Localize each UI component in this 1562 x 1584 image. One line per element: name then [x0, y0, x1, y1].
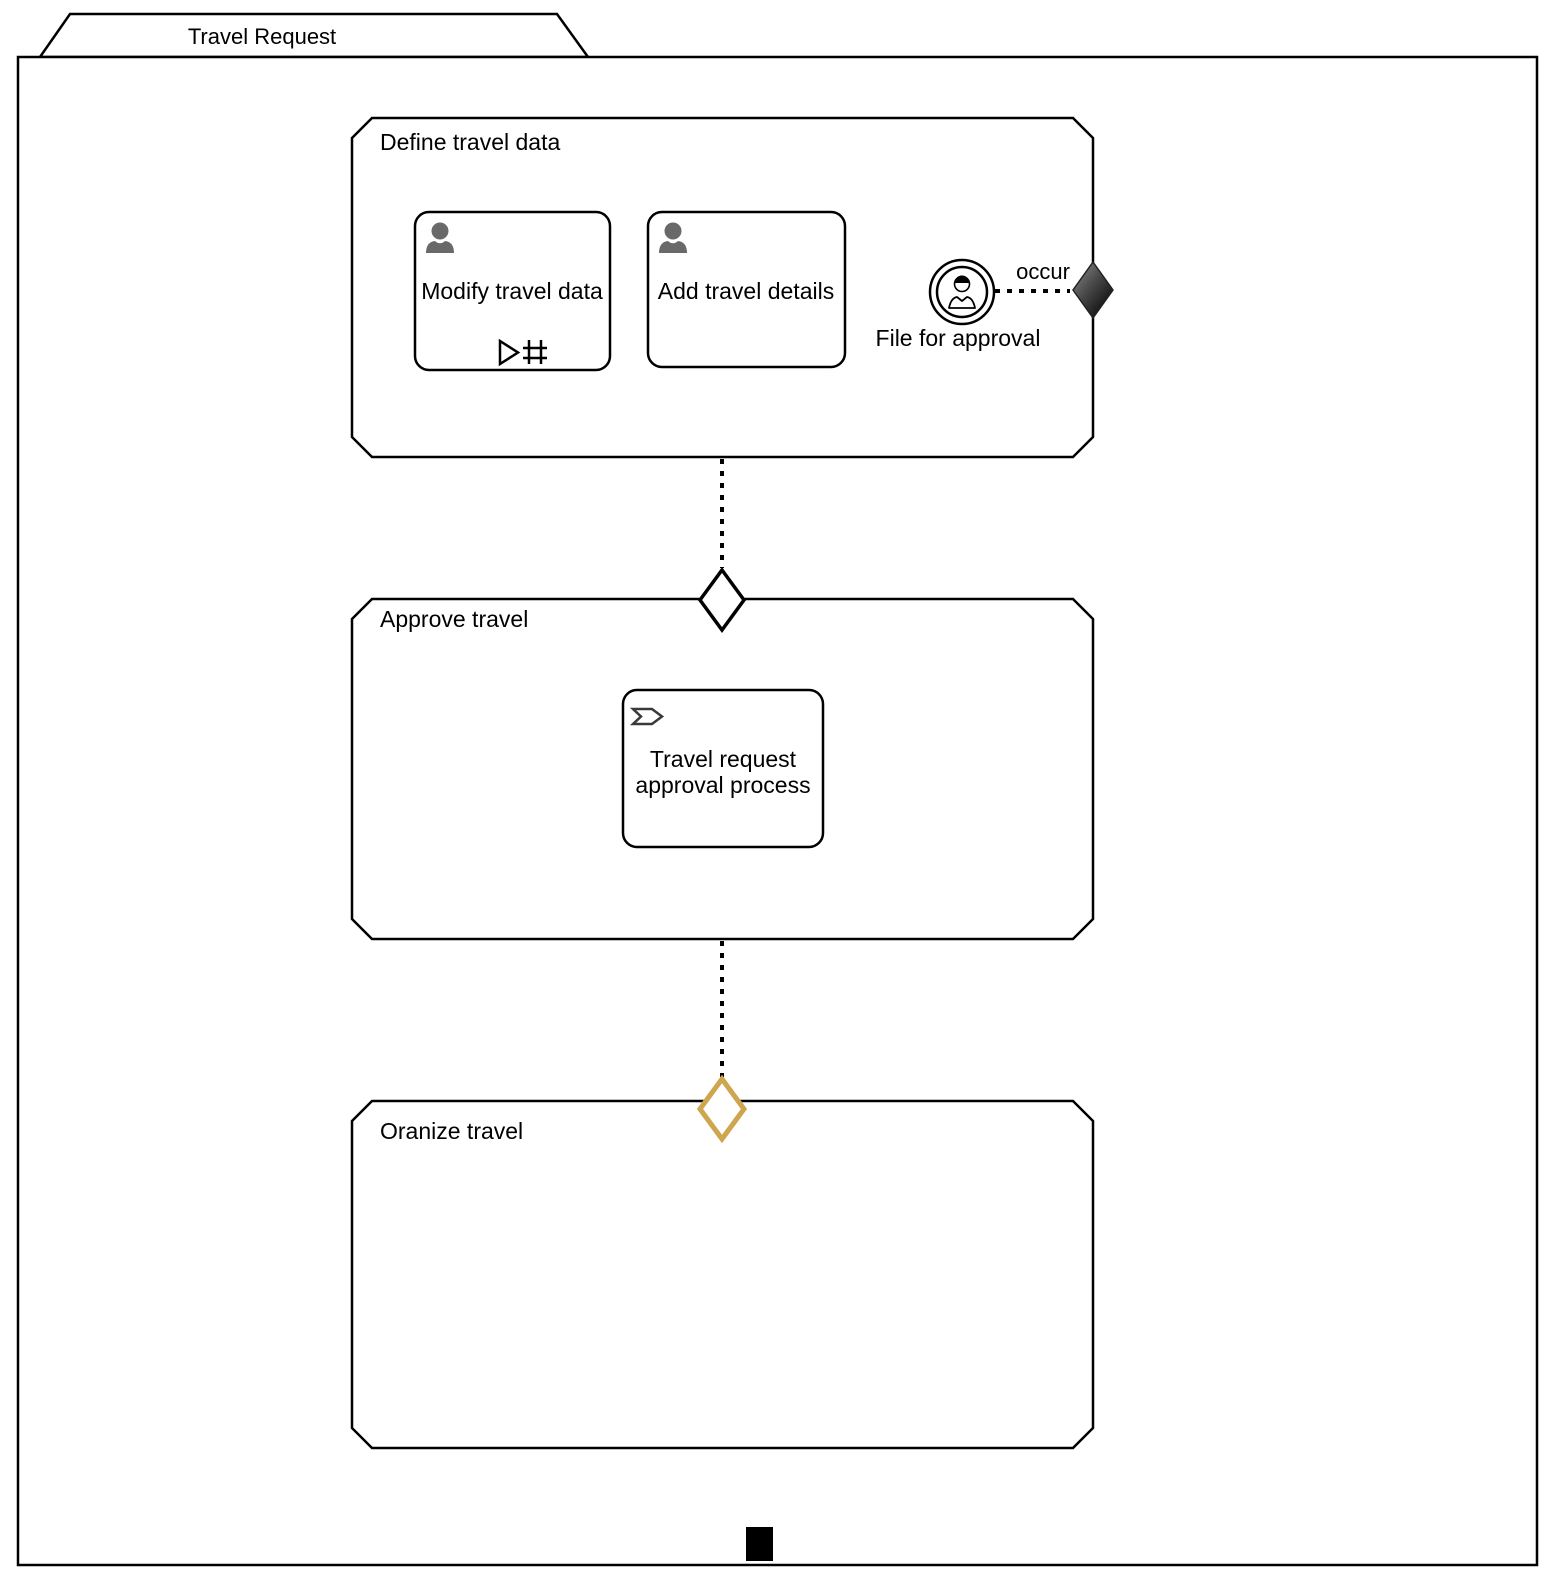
exit-criterion-diamond[interactable]	[1072, 260, 1114, 320]
manual-activation-triangle-icon	[498, 338, 521, 367]
stage-organize-travel-label: Oranize travel	[380, 1118, 523, 1144]
entry-criterion-diamond-organize[interactable]	[696, 1074, 748, 1144]
task-add-travel-details[interactable]	[646, 210, 847, 369]
user-icon	[659, 222, 687, 253]
task-process-label-line2: approval process	[635, 772, 810, 798]
connector-occur-label: occur	[1016, 259, 1070, 284]
user-event-icon	[948, 275, 976, 309]
process-chevron-icon	[629, 707, 665, 726]
event-listener-label: File for approval	[876, 325, 1041, 351]
stage-approve-travel-label: Approve travel	[380, 606, 528, 632]
stage-define-travel-data-label: Define travel data	[380, 129, 560, 155]
case-title: Travel Request	[188, 24, 336, 49]
user-icon	[426, 222, 454, 253]
task-add-travel-details-label: Add travel details	[658, 278, 834, 304]
task-process-label-line1: Travel request	[650, 746, 797, 772]
stage-organize-travel[interactable]	[350, 1099, 1095, 1450]
entry-criterion-diamond-approve[interactable]	[697, 567, 747, 633]
task-modify-travel-data-label: Modify travel data	[421, 278, 603, 304]
task-travel-request-approval-process[interactable]	[621, 688, 825, 849]
repetition-hash-icon	[523, 340, 547, 364]
task-modify-travel-data[interactable]	[413, 210, 612, 372]
black-square-marker[interactable]	[746, 1527, 773, 1561]
